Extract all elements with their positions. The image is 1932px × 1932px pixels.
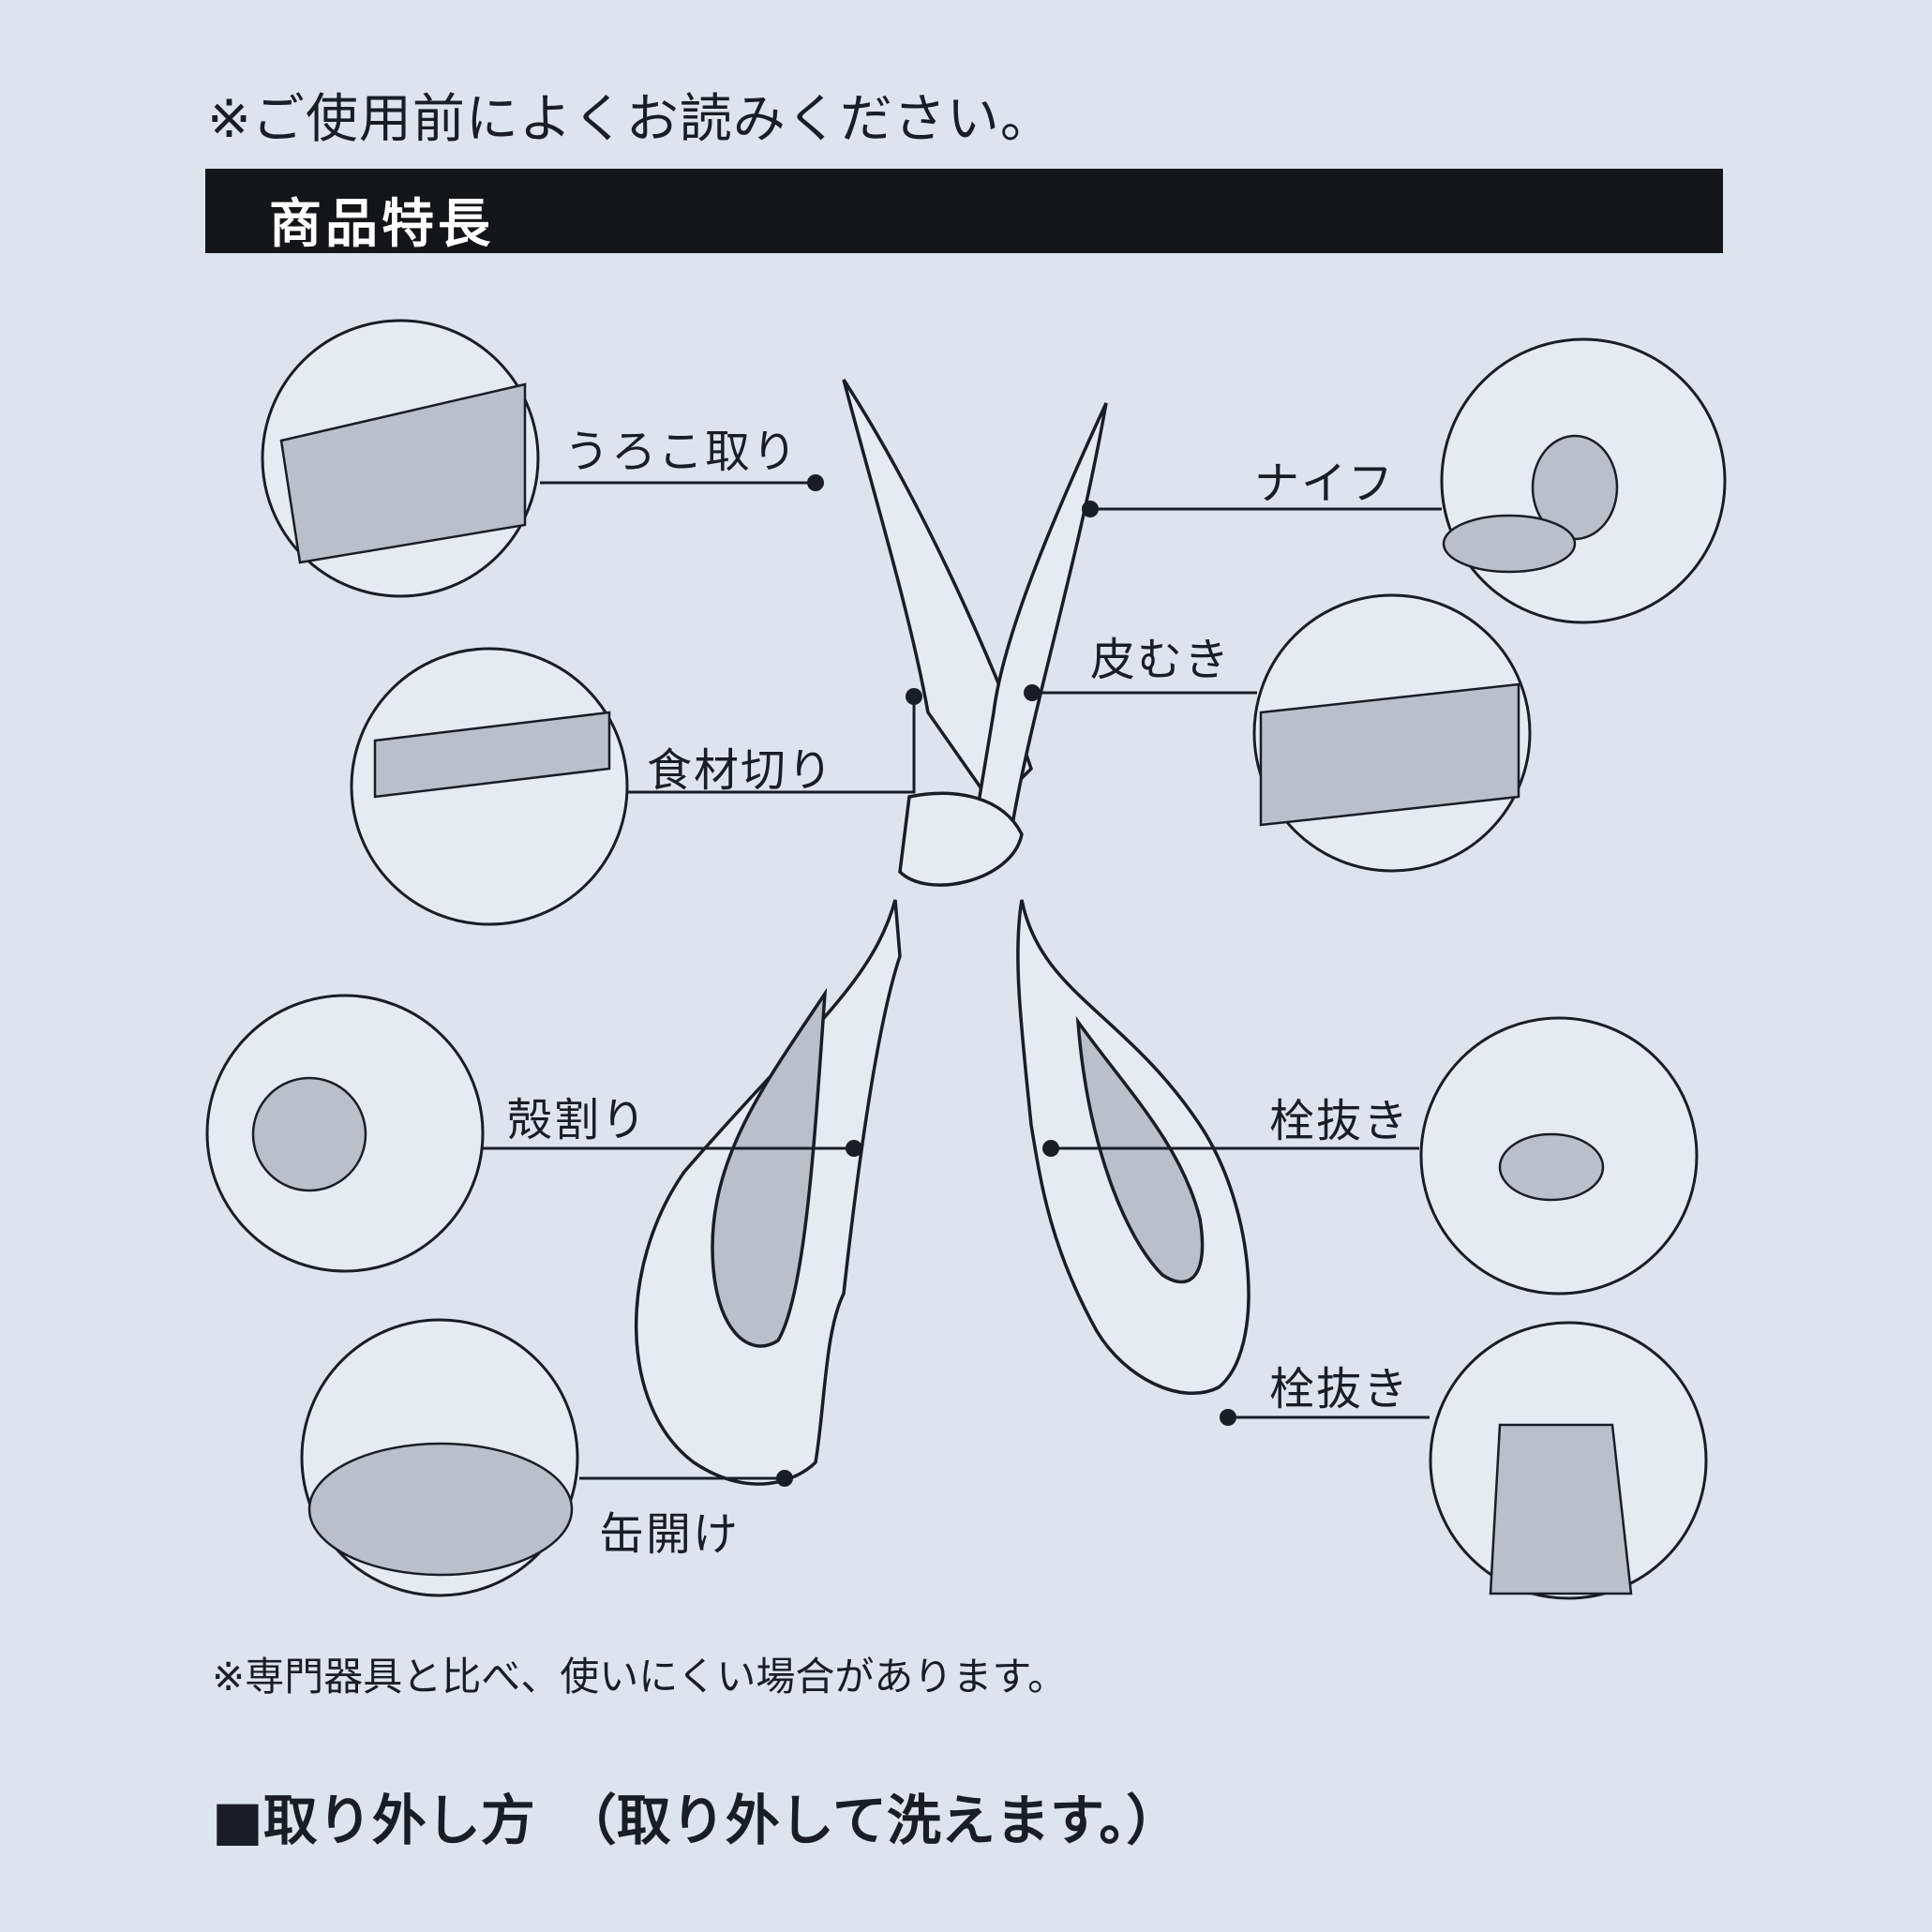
label-food-cutting: 食材切り	[647, 744, 835, 797]
removal-section-heading: ■取り外し方 （取り外して洗えます。）	[212, 1789, 1181, 1852]
section-title: 商品特長	[269, 194, 494, 255]
usage-notice: ※ご使用前によくお読みください。	[207, 89, 1054, 150]
label-bottle-opener-2: 栓抜き	[1269, 1363, 1411, 1415]
section-title-bar: 商品特長	[205, 169, 1723, 255]
scissors-illustration	[635, 379, 1251, 1486]
label-can-opener: 缶開け	[599, 1508, 741, 1561]
label-bottle-opener-1: 栓抜き	[1269, 1095, 1411, 1147]
label-shell-cracker: 殻割り	[507, 1094, 649, 1146]
label-knife: ナイフ	[1254, 457, 1396, 510]
usage-caution-note: ※専門器具と比べ、使いにくい場合があります。	[212, 1654, 1068, 1700]
label-peeler: 皮むき	[1090, 634, 1232, 686]
label-scale-remover: うろこ取り	[564, 426, 800, 478]
